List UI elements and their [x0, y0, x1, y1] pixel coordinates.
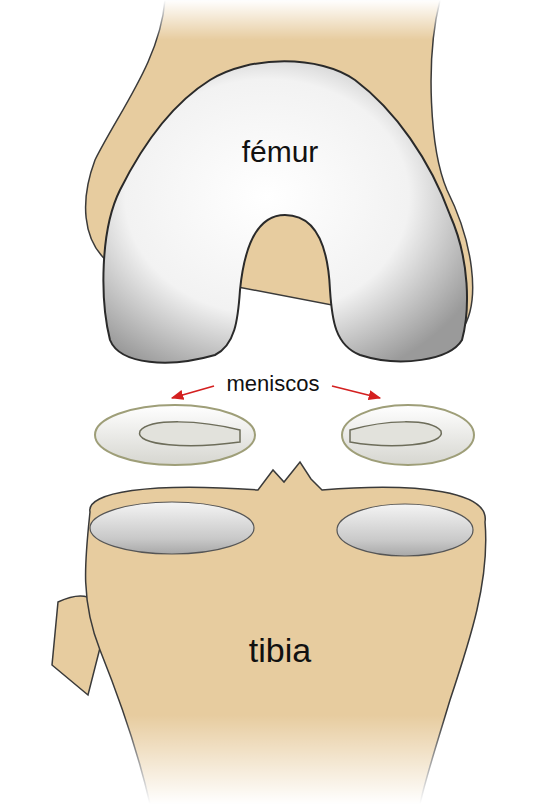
- leader-arrow: [172, 386, 214, 398]
- tibial-cartilage: [90, 502, 254, 554]
- meniscus-hole: [350, 422, 441, 446]
- meniscus: [95, 405, 255, 465]
- leader-arrow: [332, 386, 380, 398]
- part-label: meniscos: [227, 373, 320, 395]
- meniscus-hole: [140, 422, 240, 446]
- meniscus: [342, 405, 474, 465]
- fade: [0, 0, 560, 40]
- fade: [0, 715, 560, 804]
- part-label: fémur: [242, 137, 319, 167]
- femur-cartilage: [103, 61, 467, 362]
- part-label: tibia: [249, 633, 311, 667]
- tibial-cartilage: [337, 504, 473, 556]
